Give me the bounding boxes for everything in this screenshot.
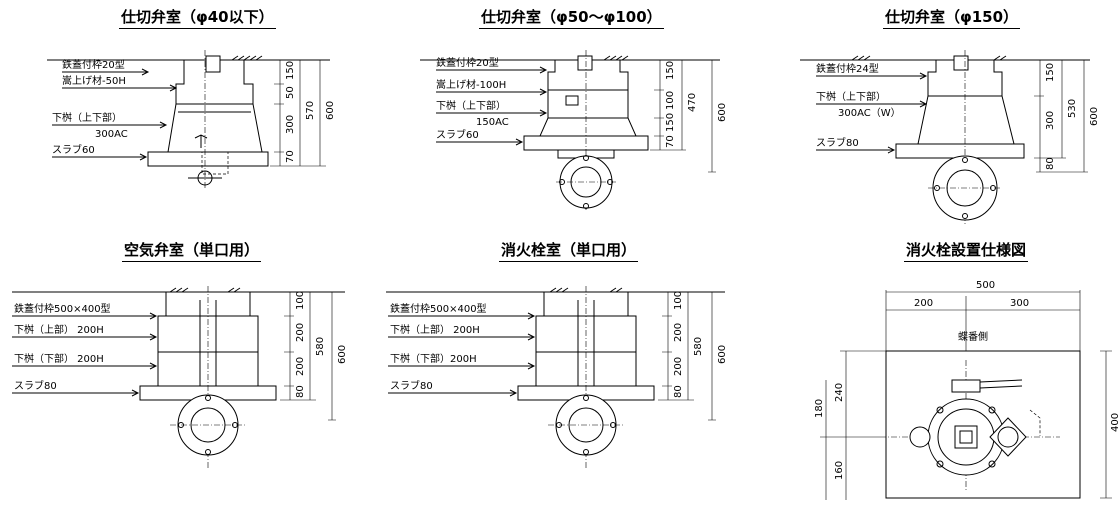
slab — [147, 151, 269, 167]
title-hydrant-spec: 消火栓設置仕様図 — [904, 239, 1029, 262]
valve-handle — [194, 134, 208, 148]
svg-text:80: 80 — [295, 385, 306, 398]
title-gate-valve-40: 仕切弁室（φ40以下） — [119, 6, 276, 29]
panel-hydrant-spec: 500 200 300 蝶番側 180 240 160 400 — [814, 280, 1119, 500]
svg-text:80: 80 — [673, 385, 684, 398]
svg-text:100: 100 — [673, 291, 684, 310]
label: 下桝（上下部） — [816, 90, 886, 103]
svg-text:470: 470 — [687, 93, 698, 112]
svg-text:100: 100 — [665, 91, 676, 110]
svg-text:580: 580 — [693, 337, 704, 356]
label: 300AC — [95, 129, 128, 140]
svg-text:200: 200 — [295, 357, 306, 376]
label: 300AC（W） — [838, 107, 901, 119]
svg-text:600: 600 — [337, 345, 348, 364]
label: 下桝（下部） 200H — [14, 352, 104, 365]
label: スラブ80 — [390, 379, 433, 392]
dim-label: 200 — [914, 298, 933, 309]
svg-text:580: 580 — [315, 337, 326, 356]
panel-air-valve: 鉄蓋付枠500×400型 下桝（上部） 200H 下桝（下部） 200H スラブ… — [12, 286, 348, 470]
label: スラブ60 — [52, 143, 95, 156]
svg-text:150: 150 — [285, 61, 296, 80]
panel-gate-valve-150: 鉄蓋付枠24型 下桝（上下部） 300AC（W） スラブ80 150 300 8… — [800, 50, 1100, 226]
label: 下桝（上下部） — [436, 99, 506, 112]
title-gate-valve-150: 仕切弁室（φ150） — [883, 6, 1021, 29]
label: 鉄蓋付枠500×400型 — [390, 302, 487, 315]
lower-box — [539, 117, 637, 137]
panel-gate-valve-50-100: 鉄蓋付枠20型 嵩上げ材-100H 下桝（上下部） 150AC スラブ60 15… — [420, 50, 728, 210]
svg-text:600: 600 — [325, 101, 336, 120]
svg-text:300: 300 — [1045, 111, 1056, 130]
ground-hatch — [549, 287, 623, 293]
label: 下桝（上下部） — [52, 111, 122, 124]
svg-text:80: 80 — [1045, 157, 1056, 170]
lower-box — [167, 103, 263, 153]
svg-text:150: 150 — [665, 113, 676, 132]
label: 鉄蓋付枠20型 — [62, 58, 125, 71]
label: 下桝（上部） 200H — [14, 323, 104, 336]
label: スラブ60 — [436, 128, 479, 141]
valve-body — [989, 417, 1027, 457]
dim-label: 300 — [1010, 298, 1029, 309]
cover-outline — [885, 350, 1081, 499]
hinge-handle — [951, 379, 981, 393]
svg-text:600: 600 — [717, 345, 728, 364]
svg-text:150: 150 — [665, 61, 676, 80]
label: スラブ80 — [14, 379, 57, 392]
panel-hydrant-chamber: 鉄蓋付枠500×400型 下桝（上部） 200H 下桝（下部）200H スラブ8… — [386, 286, 728, 470]
svg-text:400: 400 — [1110, 413, 1119, 432]
svg-text:600: 600 — [1089, 107, 1100, 126]
extension-ring — [547, 89, 629, 119]
valve-box-cap — [205, 55, 221, 73]
svg-text:200: 200 — [673, 323, 684, 342]
label: 鉄蓋付枠20型 — [436, 56, 499, 69]
label: 下桝（上部） 200H — [390, 323, 480, 336]
label: 鉄蓋付枠500×400型 — [14, 302, 111, 315]
svg-text:180: 180 — [814, 399, 825, 418]
panel-gate-valve-40: 鉄蓋付枠20型 嵩上げ材-50H 下桝（上下部） 300AC スラブ60 150… — [47, 50, 336, 190]
outlet-cap — [909, 426, 931, 448]
svg-text:300: 300 — [285, 115, 296, 134]
svg-text:70: 70 — [665, 135, 676, 148]
dim-label: 500 — [976, 280, 995, 291]
label: 下桝（下部）200H — [390, 352, 477, 365]
ground-hatch — [169, 287, 241, 293]
title-gate-valve-50-100: 仕切弁室（φ50～φ100） — [479, 6, 664, 29]
label: スラブ80 — [816, 136, 859, 149]
svg-text:570: 570 — [305, 101, 316, 120]
ground-hatch — [231, 55, 263, 61]
lower-box — [917, 95, 1015, 145]
valve-spindle — [954, 425, 978, 449]
hinge-side-label: 蝶番側 — [958, 330, 988, 343]
ground-hatch — [851, 55, 1007, 61]
svg-text:160: 160 — [834, 461, 845, 480]
svg-text:100: 100 — [295, 291, 306, 310]
title-hydrant-chamber: 消火栓室（単口用） — [499, 239, 639, 262]
label: 150AC — [476, 117, 509, 128]
label: 嵩上げ材-50H — [62, 74, 126, 87]
label: 鉄蓋付枠24型 — [816, 62, 879, 75]
svg-text:150: 150 — [1045, 63, 1056, 82]
svg-text:50: 50 — [285, 86, 296, 99]
svg-text:240: 240 — [834, 383, 845, 402]
title-air-valve: 空気弁室（単口用） — [122, 239, 262, 262]
svg-text:200: 200 — [295, 323, 306, 342]
svg-text:600: 600 — [717, 103, 728, 122]
svg-text:530: 530 — [1067, 99, 1078, 118]
label: 嵩上げ材-100H — [436, 78, 506, 91]
svg-text:200: 200 — [673, 357, 684, 376]
svg-text:70: 70 — [285, 150, 296, 163]
ground-hatch — [603, 55, 629, 61]
